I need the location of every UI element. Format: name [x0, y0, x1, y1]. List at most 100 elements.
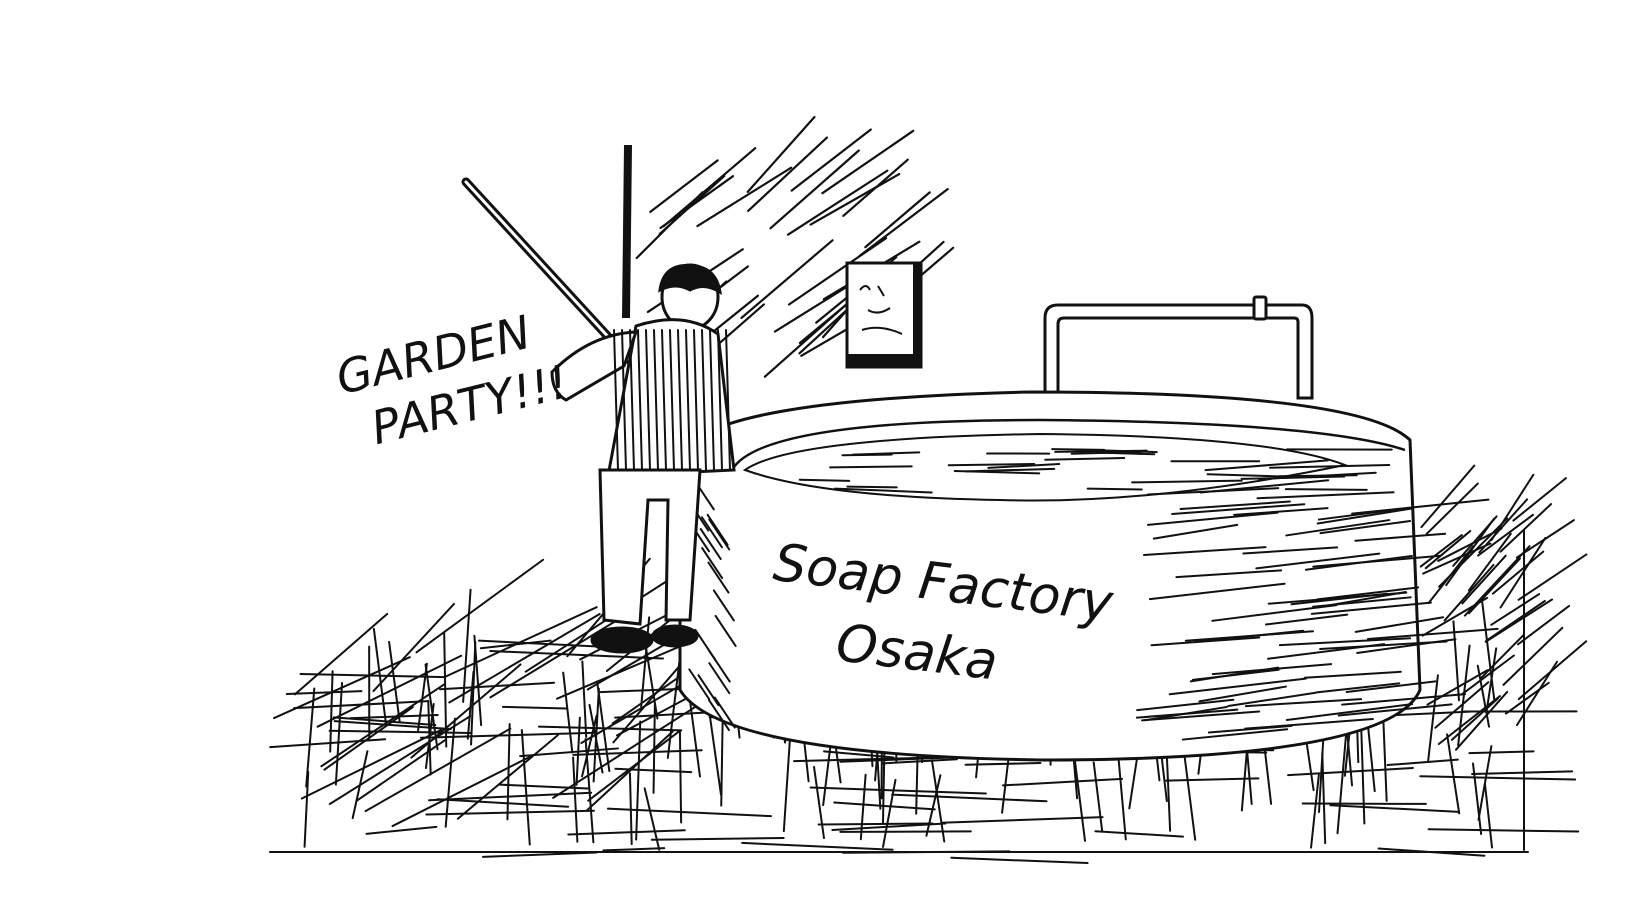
floor-stroke — [833, 801, 936, 811]
vat-shade-stroke — [1191, 668, 1280, 681]
shirt-stripe — [645, 329, 651, 471]
floor-stroke — [355, 739, 446, 802]
vat-shade-stroke — [1354, 532, 1447, 542]
floor-stroke — [299, 672, 447, 679]
vat-shade-stroke — [707, 561, 730, 594]
vat-shade-stroke — [1244, 698, 1363, 708]
floor-stroke — [489, 650, 664, 660]
floor-stroke — [410, 663, 522, 759]
shirt-stripe — [709, 329, 715, 471]
liquid-stroke — [833, 487, 933, 494]
vat-shade-stroke — [1337, 703, 1453, 717]
vat-shade-stroke — [700, 516, 723, 549]
floor-stroke — [581, 660, 588, 738]
shirt-stripe — [677, 329, 683, 471]
shirt-stripe — [701, 329, 707, 471]
overhead-pipe — [1043, 295, 1314, 402]
floor-stroke — [643, 787, 661, 851]
liquid-stroke — [1206, 473, 1288, 478]
vat-shade-stroke — [708, 662, 731, 695]
floor-stroke — [1483, 783, 1494, 849]
right-wall-stroke — [1478, 498, 1529, 554]
floor-stroke — [628, 772, 633, 846]
vat-shade-stroke — [706, 513, 729, 546]
floor-stroke — [481, 851, 598, 858]
floor-stroke — [328, 715, 472, 806]
floor-stroke — [456, 734, 560, 820]
floor-stroke — [1472, 762, 1483, 836]
right-wall-stroke — [1454, 690, 1509, 751]
vat-shade-stroke — [1211, 604, 1338, 622]
right-wall-hatching — [1419, 464, 1588, 851]
right-wall-stroke — [1422, 542, 1492, 575]
vat-shade-stroke — [688, 668, 711, 701]
floor-stroke — [813, 765, 825, 840]
liquid-stroke — [947, 462, 1036, 467]
vat-shade-stroke — [1199, 479, 1330, 494]
floor-stroke — [519, 747, 619, 758]
floor-stroke — [365, 825, 438, 835]
right-wall-stroke — [1517, 553, 1588, 601]
floor-stroke — [1329, 804, 1460, 813]
vat-shade-stroke — [1135, 708, 1239, 719]
right-wall-stroke — [1425, 482, 1479, 535]
floor-stroke — [741, 841, 894, 851]
floor-stroke — [882, 758, 958, 765]
vat-shade-stroke — [1341, 693, 1467, 706]
right-wall-stroke — [1424, 530, 1472, 570]
floor-stroke — [273, 656, 411, 720]
right-wall-stroke — [1426, 669, 1489, 706]
wall-poster — [845, 261, 923, 369]
floor-stroke — [1446, 733, 1461, 815]
floor-stroke — [466, 670, 475, 740]
floor-stroke — [439, 681, 556, 691]
liquid-stroke — [852, 451, 921, 456]
vat-shade-stroke — [1366, 627, 1499, 640]
vat-shade-stroke — [1354, 616, 1445, 633]
liquid-stroke — [829, 465, 913, 469]
wall-stroke — [658, 174, 726, 236]
wall-stroke — [649, 159, 719, 214]
liquid-stroke — [1044, 456, 1126, 461]
floor-stroke — [678, 730, 683, 824]
floor-stroke — [602, 847, 666, 852]
right-wall-stroke — [1420, 464, 1476, 529]
right-wall-stroke — [1499, 503, 1553, 553]
wall-stroke — [786, 169, 889, 236]
right-wall-stroke — [1437, 695, 1501, 745]
floor-stroke — [606, 807, 772, 818]
floor-stroke — [364, 727, 512, 813]
floor-stroke — [1002, 777, 1124, 787]
floor-stroke — [1471, 770, 1574, 776]
floor-stroke — [1359, 715, 1366, 825]
right-wall-stroke — [1512, 477, 1567, 522]
vat-shade-stroke — [1264, 613, 1349, 626]
vat-shade-stroke — [1310, 601, 1432, 615]
vat-shade-stroke — [1233, 507, 1329, 516]
wall-stroke — [747, 136, 829, 212]
right-wall-stroke — [1477, 513, 1534, 557]
wall-stroke — [821, 129, 915, 195]
vat-shade-stroke — [1356, 638, 1457, 654]
liquid-stroke — [1073, 448, 1158, 454]
floor-stroke — [1481, 601, 1496, 702]
right-wall-stroke — [1460, 654, 1515, 696]
floor-stroke — [1321, 752, 1327, 845]
vat-shade-stroke — [1204, 459, 1329, 472]
floor-stroke — [328, 729, 473, 735]
shirt-stripe — [725, 329, 731, 471]
floor-stroke — [489, 609, 634, 699]
shirt-stripe — [637, 329, 643, 471]
floor-stroke — [831, 822, 947, 832]
floor-stroke — [552, 698, 708, 799]
vat-shade-stroke — [1316, 507, 1413, 525]
vat-shade-stroke — [1285, 703, 1414, 721]
floor-stroke — [575, 716, 581, 786]
vat-shade-stroke — [1304, 554, 1413, 571]
floor-stroke — [372, 602, 456, 693]
floor-stroke — [498, 783, 589, 790]
shirt-stripe — [717, 329, 723, 471]
liquid-stroke — [846, 485, 898, 489]
vat-shade-stroke — [1152, 523, 1239, 540]
